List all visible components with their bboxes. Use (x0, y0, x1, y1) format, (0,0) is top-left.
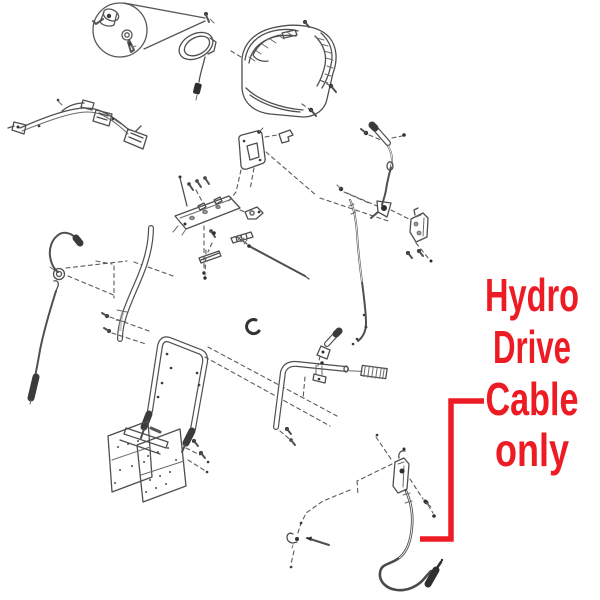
console-cover (230, 20, 337, 118)
hydro-annotation: Hydro Drive Cable only (420, 269, 579, 542)
lever-grip-tip (368, 121, 379, 132)
under-panel-parts (198, 225, 254, 275)
shift-arm (239, 206, 264, 220)
console-screws (301, 20, 337, 117)
left-handlebar-tube (101, 225, 216, 345)
detail-circle (92, 2, 148, 58)
detail-leader-top (123, 2, 206, 19)
speed-lever (360, 121, 406, 219)
annotation-line-1: Hydro (485, 269, 579, 321)
panel-screws (178, 175, 210, 207)
key-icon (121, 29, 137, 53)
hatch-band-left (248, 31, 294, 62)
hydro-drive-cable (378, 489, 444, 592)
chute-rod (27, 280, 59, 405)
engagement-lever (316, 327, 343, 367)
lower-leader-lines (289, 433, 393, 569)
ignition-key-detail-circle (92, 2, 215, 58)
chute-crank-handle (48, 231, 128, 297)
mounting-plates (107, 420, 210, 503)
hatch-band-right (316, 37, 334, 84)
annotation-line-3: Cable (486, 373, 579, 425)
leader-lines-left (95, 260, 177, 299)
headlight-assembly (178, 31, 217, 101)
annotation-line-2: Drive (493, 321, 571, 373)
mounting-bracket-plate (226, 127, 294, 204)
cable-bracket (392, 447, 436, 518)
spring-and-rod (236, 235, 310, 280)
right-handlebar-tube (273, 360, 349, 446)
handle-loop (140, 336, 338, 453)
key-switch-icon (92, 8, 120, 27)
wire-connector (193, 82, 202, 95)
callout-bracket (420, 398, 484, 542)
loop-leader-lines (204, 346, 338, 427)
c-hook-part (245, 318, 261, 336)
cable-end-connector (424, 566, 440, 588)
headlight-wire (198, 56, 206, 83)
wiring-harness (7, 98, 148, 150)
upper-drive-cable (336, 184, 372, 346)
cable-clip (286, 532, 330, 549)
rod-grip (27, 373, 40, 402)
annotation-line-4: only (495, 424, 569, 476)
control-panel-bar (172, 175, 310, 280)
lever-bracket (390, 207, 433, 263)
clip-part (278, 129, 294, 144)
detail-leader-bottom (143, 20, 206, 50)
screw-top (204, 12, 215, 24)
assembly-leader-lines (265, 151, 392, 223)
drive-spring (348, 364, 388, 380)
